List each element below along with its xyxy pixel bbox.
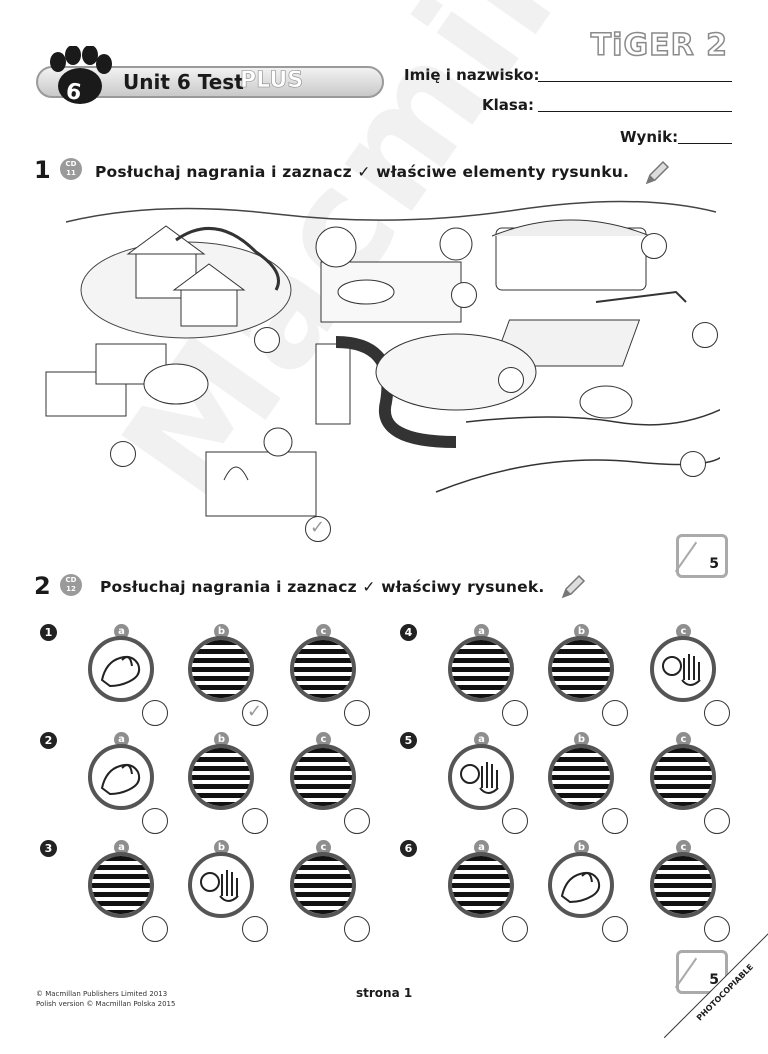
- theme-park-illustration: [45, 200, 720, 517]
- name-field[interactable]: [538, 81, 732, 82]
- exercise-1-instruction: Posłuchaj nagrania i zaznacz ✓ właściwe …: [95, 163, 630, 181]
- option-picture-wave: [188, 852, 254, 918]
- option-picture-feet: [290, 852, 356, 918]
- answer-circle[interactable]: [344, 916, 370, 942]
- option-letter: c: [316, 732, 331, 747]
- answer-circle[interactable]: [142, 700, 168, 726]
- option-letter: b: [214, 840, 229, 855]
- option-letter: a: [114, 840, 129, 855]
- answer-circle[interactable]: [502, 916, 528, 942]
- check-mark: ✓: [310, 517, 326, 538]
- option-picture-slide: [188, 744, 254, 810]
- item-number: 1: [40, 624, 57, 641]
- exercise-1-score: 5: [674, 534, 728, 578]
- option-picture-feet: [548, 744, 614, 810]
- option-letter: a: [114, 732, 129, 747]
- option-letter: b: [214, 624, 229, 639]
- answer-circle[interactable]: [142, 916, 168, 942]
- option-picture-wave: [448, 744, 514, 810]
- page-number: strona 1: [356, 986, 413, 1000]
- option-letter: a: [474, 732, 489, 747]
- paw-icon: [50, 46, 112, 104]
- option-letter: c: [316, 624, 331, 639]
- option-picture-hand: [88, 744, 154, 810]
- answer-circle[interactable]: [242, 916, 268, 942]
- exercise-2-instruction: Posłuchaj nagrania i zaznacz ✓ właściwy …: [100, 578, 545, 596]
- option-letter: c: [676, 624, 691, 639]
- pencil-icon: [645, 160, 670, 185]
- option-letter: b: [574, 624, 589, 639]
- answer-circle[interactable]: [641, 233, 667, 259]
- item-number: 6: [400, 840, 417, 857]
- answer-circle[interactable]: [704, 808, 730, 834]
- unit-title: Unit 6 Test: [123, 70, 244, 94]
- option-letter: a: [474, 624, 489, 639]
- answer-circle[interactable]: [242, 808, 268, 834]
- answer-circle[interactable]: [451, 282, 477, 308]
- answer-circle[interactable]: [704, 916, 730, 942]
- option-letter: b: [574, 732, 589, 747]
- option-picture-wave: [650, 636, 716, 702]
- option-picture-feet: [448, 636, 514, 702]
- answer-circle[interactable]: [692, 322, 718, 348]
- option-letter: a: [474, 840, 489, 855]
- answer-circle[interactable]: [344, 808, 370, 834]
- option-letter: c: [316, 840, 331, 855]
- item-number: 3: [40, 840, 57, 857]
- answer-circle[interactable]: [142, 808, 168, 834]
- option-picture-boy: [290, 744, 356, 810]
- check-mark: ✓: [247, 701, 263, 722]
- copyright-line-1: © Macmillan Publishers Limited 2013: [36, 990, 168, 998]
- answer-circle[interactable]: [602, 700, 628, 726]
- answer-circle[interactable]: [680, 451, 706, 477]
- answer-circle[interactable]: [344, 700, 370, 726]
- option-letter: c: [676, 840, 691, 855]
- option-letter: c: [676, 732, 691, 747]
- item-number: 2: [40, 732, 57, 749]
- class-field[interactable]: [538, 111, 732, 112]
- option-picture-boy: [548, 636, 614, 702]
- option-picture-boy: [88, 852, 154, 918]
- option-picture-hand: [548, 852, 614, 918]
- option-picture-boy: [448, 852, 514, 918]
- score-field[interactable]: [678, 143, 732, 144]
- item-number: 5: [400, 732, 417, 749]
- exercise-2-number: 2: [34, 572, 51, 600]
- pencil-icon: [561, 574, 586, 599]
- answer-circle[interactable]: [110, 441, 136, 467]
- option-letter: b: [574, 840, 589, 855]
- class-label: Klasa:: [482, 96, 534, 114]
- copyright-line-2: Polish version © Macmillan Polska 2015: [36, 1000, 176, 1008]
- answer-circle[interactable]: [254, 327, 280, 353]
- answer-circle[interactable]: [502, 700, 528, 726]
- answer-circle-example[interactable]: ✓: [305, 516, 331, 542]
- item-number: 4: [400, 624, 417, 641]
- answer-circle[interactable]: [502, 808, 528, 834]
- option-picture-boy: [188, 636, 254, 702]
- option-picture-boy: [650, 744, 716, 810]
- option-letter: a: [114, 624, 129, 639]
- option-letter: b: [214, 732, 229, 747]
- unit-plus: PLUS: [240, 68, 304, 94]
- answer-circle[interactable]: [602, 916, 628, 942]
- brand-logo: TiGER 2: [590, 27, 728, 64]
- option-picture-hand: [88, 636, 154, 702]
- answer-circle[interactable]: [704, 700, 730, 726]
- option-picture-slide: [650, 852, 716, 918]
- exercise-1-number: 1: [34, 156, 51, 184]
- option-picture-slide: [290, 636, 356, 702]
- name-label: Imię i nazwisko:: [404, 66, 540, 84]
- answer-circle[interactable]: [498, 367, 524, 393]
- answer-circle[interactable]: ✓: [242, 700, 268, 726]
- score-label: Wynik:: [620, 128, 679, 146]
- answer-circle[interactable]: [602, 808, 628, 834]
